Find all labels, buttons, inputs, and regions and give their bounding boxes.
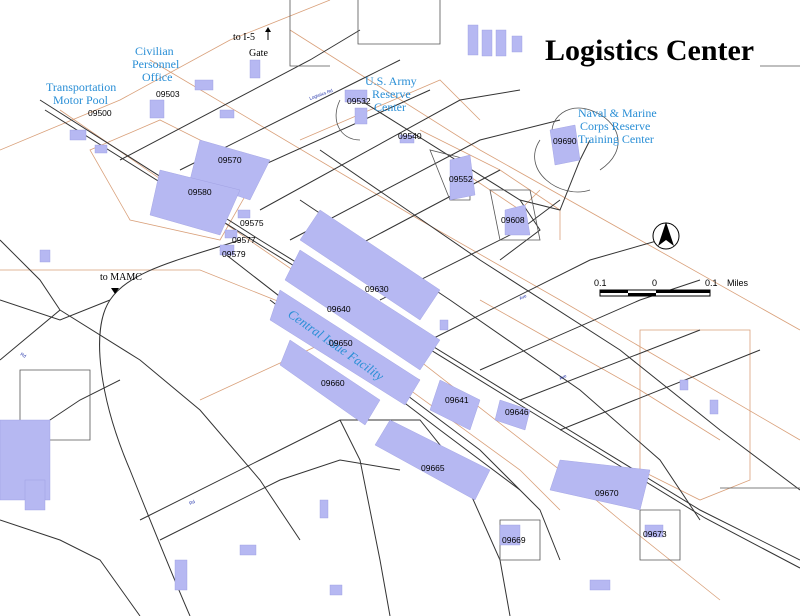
street-label: Ave — [558, 373, 568, 381]
scale-unit-label: Miles — [727, 278, 749, 288]
buildings — [0, 24, 719, 596]
north-arrow-icon — [652, 222, 680, 250]
building-number: 09608 — [501, 215, 525, 225]
building-shape — [399, 134, 415, 144]
building-shape — [429, 379, 481, 431]
building-shape — [94, 144, 108, 154]
i5-arrowhead-icon — [265, 27, 271, 32]
facility-army-reserve-line2: Reserve — [372, 87, 411, 101]
building-number: 09673 — [643, 529, 667, 539]
scale-mid-label: 0 — [652, 278, 657, 288]
facility-naval-line1: Naval & Marine — [578, 106, 657, 120]
building-shape — [644, 524, 664, 538]
building-shape — [319, 499, 329, 519]
scale-bar: 0.1 0 0.1 Miles — [594, 278, 749, 297]
building-number: 09630 — [365, 284, 389, 294]
building-shape — [39, 249, 51, 263]
building-shape — [279, 339, 381, 426]
building-shape — [449, 154, 476, 201]
building-number: 09641 — [445, 395, 469, 405]
building-shape — [354, 107, 368, 125]
building-shape — [269, 289, 421, 406]
building-shape — [374, 419, 491, 501]
building-number: 09640 — [327, 304, 351, 314]
building-number: 09670 — [595, 488, 619, 498]
building-number: 09577 — [232, 235, 256, 245]
building-number: 09665 — [421, 463, 445, 473]
building-number: 09552 — [449, 174, 473, 184]
building-number: 09646 — [505, 407, 529, 417]
building-shape — [504, 204, 531, 236]
i5-gate-label-line2: Gate — [249, 48, 268, 59]
building-shape — [344, 89, 368, 103]
street-label: Rd — [188, 499, 196, 506]
facility-civilian-line2: Personnel — [132, 57, 180, 71]
facility-civilian-line3: Office — [142, 70, 172, 84]
building-number: 09650 — [329, 338, 353, 348]
building-number: 09660 — [321, 378, 345, 388]
building-numbers: 09500 09503 09532 09540 09552 09570 0957… — [88, 89, 667, 545]
scale-bar-segment — [600, 290, 628, 293]
scale-left-label: 0.1 — [594, 278, 607, 288]
building-shape — [149, 169, 241, 236]
building-shape — [249, 59, 261, 79]
mamc-label: to MAMC — [100, 272, 142, 283]
building-shape — [219, 244, 235, 256]
scale-right-label: 0.1 — [705, 278, 718, 288]
facility-naval-line2: Corps Reserve — [580, 119, 650, 133]
building-shape — [549, 459, 651, 511]
map-title: Logistics Center — [545, 34, 754, 67]
building-shape — [495, 29, 507, 57]
building-shape — [219, 109, 235, 119]
mamc-arrow-icon — [111, 288, 119, 294]
building-shape — [679, 379, 689, 391]
building-shape — [24, 479, 46, 511]
building-number: 09503 — [156, 89, 180, 99]
building-shape — [299, 209, 441, 321]
building-number: 09690 — [553, 136, 577, 146]
facility-civilian-line1: Civilian — [135, 44, 174, 58]
building-shape — [329, 584, 343, 596]
facility-transportation-line2: Motor Pool — [53, 93, 109, 107]
building-number: 09540 — [398, 131, 422, 141]
i5-gate-label-line1: to I-5 — [233, 32, 255, 43]
building-shape — [224, 229, 238, 239]
building-number: 09500 — [88, 108, 112, 118]
building-shape — [494, 399, 531, 431]
building-number: 09575 — [240, 218, 264, 228]
building-shape — [481, 29, 493, 57]
building-shape — [284, 249, 441, 371]
facility-army-reserve-line1: U.S. Army — [365, 74, 417, 88]
scale-bar-segment — [656, 290, 710, 293]
building-shape — [549, 124, 581, 166]
building-number: 09570 — [218, 155, 242, 165]
building-shape — [149, 99, 165, 119]
destination-labels: to I-5 Gate to MAMC — [100, 27, 271, 294]
building-shape — [237, 209, 251, 219]
street-label: Rd — [20, 352, 28, 359]
street-label: Ave — [518, 293, 528, 301]
building-shape — [239, 544, 257, 556]
building-shape — [709, 399, 719, 415]
building-shape — [174, 559, 188, 591]
building-number: 09532 — [347, 96, 371, 106]
scale-bar-segment — [628, 293, 656, 296]
building-number: 09579 — [222, 249, 246, 259]
building-shape — [511, 35, 523, 53]
facility-naval-line3: Training Center — [578, 132, 654, 146]
building-shape — [589, 579, 611, 591]
building-shape — [499, 524, 521, 546]
building-shape — [467, 24, 479, 56]
facility-army-reserve-line3: Center — [374, 100, 406, 114]
building-shape — [439, 319, 449, 331]
facility-transportation-line1: Transportation — [46, 80, 116, 94]
building-shape — [194, 79, 214, 91]
building-number: 09580 — [188, 187, 212, 197]
building-number: 09669 — [502, 535, 526, 545]
building-shape — [69, 129, 87, 141]
